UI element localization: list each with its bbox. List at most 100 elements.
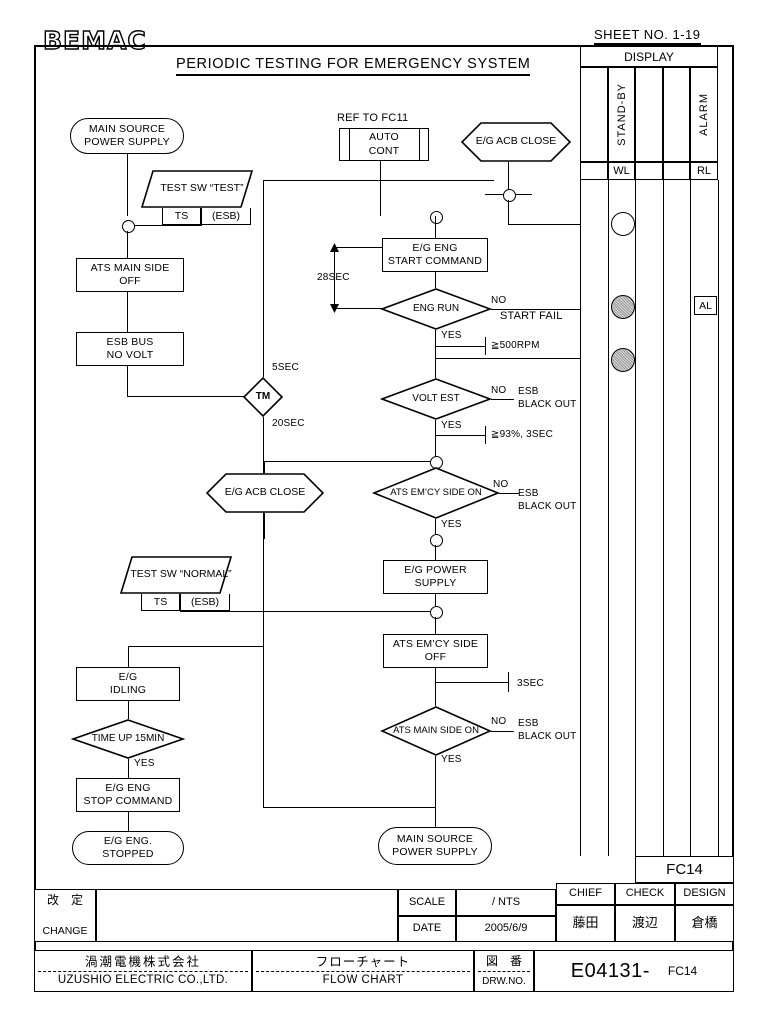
edge-trunk-back-left bbox=[263, 807, 435, 808]
node-test-sw-test-label: TEST SW “TEST” bbox=[160, 182, 244, 195]
junction-circle-1 bbox=[122, 220, 135, 233]
doc-title-jp: フローチャート bbox=[315, 953, 411, 969]
edge-acb-top-to-display bbox=[508, 224, 580, 225]
display-col-1-name: STAND-BY bbox=[608, 67, 635, 162]
junction-circle-6 bbox=[430, 606, 443, 619]
design-value: 倉橋 bbox=[675, 905, 734, 942]
chief-label: CHIEF bbox=[556, 883, 615, 905]
edge-voltest-no bbox=[491, 399, 514, 400]
company-name-en: UZUSHIO ELECTRIC CO.,LTD. bbox=[57, 974, 229, 987]
node-eg-eng-start-cmd: E/G ENG START COMMAND bbox=[382, 238, 488, 272]
label-esb-black-out-3: ESB BLACK OUT bbox=[518, 718, 577, 742]
diamond-shape-timeup bbox=[70, 719, 186, 759]
doc-title-cell-divider bbox=[256, 971, 470, 972]
edge-500rpm-to-display bbox=[435, 358, 580, 359]
display-col-2-name bbox=[635, 67, 663, 162]
display-col-0-code bbox=[580, 162, 608, 180]
edge-voltest-yes bbox=[435, 420, 436, 475]
edge-to-eg-idling bbox=[128, 646, 129, 667]
drw-no-label-jp: 図 番 bbox=[485, 954, 522, 969]
node-ats-main-side-on-label: ATS MAIN SIDE ON bbox=[393, 725, 479, 737]
label-5sec: 5SEC bbox=[272, 362, 299, 373]
sheet-number-label: SHEET NO. bbox=[594, 27, 669, 42]
edge-autocont-down bbox=[380, 161, 381, 180]
node-eng-run: ENG RUN bbox=[379, 288, 493, 330]
node-eg-eng-stopped: E/G ENG. STOPPED bbox=[72, 831, 184, 865]
edge-ats-emcy-off-down bbox=[435, 668, 436, 706]
node-ts-normal: TS bbox=[141, 594, 180, 611]
node-eg-acb-close-top-label: E/G ACB CLOSE bbox=[475, 135, 557, 148]
display-col-3-code bbox=[663, 162, 690, 180]
edge-engrun-yes bbox=[435, 330, 436, 378]
arrow-28sec bbox=[330, 243, 339, 313]
node-eg-acb-close-top: E/G ACB CLOSE bbox=[460, 122, 572, 162]
label-ats-main-yes: YES bbox=[441, 754, 462, 765]
hexagon-shape-acb-mid bbox=[205, 473, 325, 513]
line-28sec-arrow bbox=[334, 247, 335, 308]
line-28sec-bottom bbox=[334, 308, 382, 309]
change-label-en: CHANGE bbox=[42, 925, 88, 938]
display-col-2-code bbox=[635, 162, 663, 180]
node-esb-bus-no-volt: ESB BUS NO VOLT bbox=[76, 332, 184, 366]
label-28sec: 28SEC bbox=[317, 272, 350, 283]
edge-junction3-down bbox=[435, 216, 436, 238]
drw-no-suffix: FC14 bbox=[667, 963, 698, 978]
label-ats-main-no: NO bbox=[491, 716, 507, 727]
edge-trunk-to-ats-emcy bbox=[264, 461, 435, 462]
label-ats-emcy-no: NO bbox=[493, 479, 509, 490]
diamond-shape-ats-emcy bbox=[371, 467, 501, 519]
lamp-standby-shaded-1 bbox=[611, 295, 635, 319]
node-eg-idling: E/G IDLING bbox=[76, 667, 180, 701]
label-esb-black-out-2: ESB BLACK OUT bbox=[518, 488, 577, 512]
company-name-jp: 渦潮電機株式会社 bbox=[84, 953, 201, 969]
drw-no-label-divider bbox=[478, 971, 530, 972]
line-93pct bbox=[435, 435, 485, 436]
label-timeup-yes: YES bbox=[134, 758, 155, 769]
label-esb-black-out-1: ESB BLACK OUT bbox=[518, 386, 577, 410]
junction-circle-3 bbox=[430, 211, 443, 224]
label-500rpm: ≧500RPM bbox=[491, 340, 540, 351]
company-cell-divider bbox=[38, 971, 248, 972]
edge-stopcmd-to-stopped bbox=[128, 812, 129, 831]
edge-ats-main-no bbox=[491, 731, 514, 732]
scale-label: SCALE bbox=[398, 889, 456, 916]
node-ats-emcy-side-off: ATS EM’CY SIDE OFF bbox=[383, 634, 488, 668]
edge-top-trunk-vertical bbox=[263, 180, 264, 348]
edge-trunk-to-eg-idling bbox=[128, 646, 263, 647]
junction-circle-2 bbox=[503, 189, 516, 202]
node-eg-idling-label: E/G IDLING bbox=[109, 670, 147, 696]
node-ats-emcy-side-on: ATS EM’CY SIDE ON bbox=[371, 467, 501, 519]
edge-ats-emcy-yes bbox=[435, 519, 436, 539]
node-test-sw-test: TEST SW “TEST” bbox=[140, 170, 254, 208]
node-main-source-bottom: MAIN SOURCE POWER SUPPLY bbox=[378, 827, 492, 865]
node-volt-est: VOLT EST bbox=[379, 378, 493, 420]
node-eg-acb-close-mid-label: E/G ACB CLOSE bbox=[224, 486, 306, 499]
node-eg-eng-start-cmd-label: E/G ENG START COMMAND bbox=[387, 241, 483, 267]
display-lane-line-0 bbox=[580, 180, 581, 856]
edge-tm-down-20sec bbox=[263, 417, 264, 807]
node-eg-power-supply: E/G POWER SUPPLY bbox=[383, 560, 488, 594]
edge-idling-to-timeup bbox=[128, 701, 129, 719]
node-auto-cont-label: AUTO CONT bbox=[368, 131, 400, 157]
edge-to-eg-power-supply bbox=[435, 545, 436, 560]
node-main-source-top-label: MAIN SOURCE POWER SUPPLY bbox=[84, 122, 170, 148]
node-eng-run-label: ENG RUN bbox=[412, 302, 460, 314]
check-value: 渡辺 bbox=[615, 905, 675, 942]
node-esb-test: (ESB) bbox=[201, 208, 251, 225]
node-ats-main-side-on: ATS MAIN SIDE ON bbox=[380, 706, 492, 756]
diamond-shape-engrun bbox=[379, 288, 493, 330]
label-engrun-no: NO bbox=[491, 295, 507, 306]
node-test-sw-normal: TEST SW “NORMAL” bbox=[119, 556, 233, 594]
alarm-al-box: AL bbox=[694, 296, 717, 315]
edge-ats-main-yes bbox=[435, 756, 436, 827]
edge-autocont-down2 bbox=[380, 180, 381, 216]
edge-acb-top-down2 bbox=[508, 200, 509, 224]
node-ats-emcy-side-on-label: ATS EM’CY SIDE ON bbox=[390, 487, 482, 499]
node-eg-power-supply-label: E/G POWER SUPPLY bbox=[404, 563, 467, 589]
node-ts-test: TS bbox=[162, 208, 201, 225]
page-title: PERIODIC TESTING FOR EMERGENCY SYSTEM bbox=[176, 56, 531, 76]
node-test-sw-normal-label: TEST SW “NORMAL” bbox=[130, 568, 232, 581]
bemac-logo: BEMAC bbox=[42, 26, 147, 56]
line-28sec-top bbox=[334, 247, 382, 248]
node-ats-main-side-off-label: ATS MAIN SIDE OFF bbox=[90, 261, 170, 287]
